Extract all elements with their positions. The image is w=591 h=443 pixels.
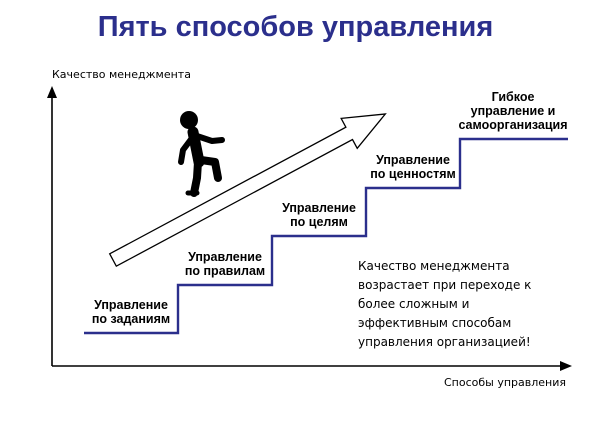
staircase-line <box>84 137 568 335</box>
step-label-values: Управление по ценностям <box>370 153 456 181</box>
y-axis-arrowhead <box>47 86 57 98</box>
walking-person-icon <box>178 111 225 197</box>
page-title: Пять способов управления <box>97 11 494 43</box>
note-text: Качество менеджмента возрастает при пере… <box>358 259 532 349</box>
x-axis-arrowhead <box>560 361 572 371</box>
step-label-goals: Управление по целям <box>282 201 356 229</box>
x-axis-label: Способы управления <box>444 376 567 389</box>
growth-arrow-icon <box>108 113 387 268</box>
step-label-rules: Управление по правилам <box>184 250 266 278</box>
step-label-tasks: Управление по заданиям <box>91 298 171 326</box>
step-label-self-organization: Гибкое управление и самоорганизация <box>458 90 568 132</box>
y-axis-label: Качество менеджмента <box>52 68 191 81</box>
